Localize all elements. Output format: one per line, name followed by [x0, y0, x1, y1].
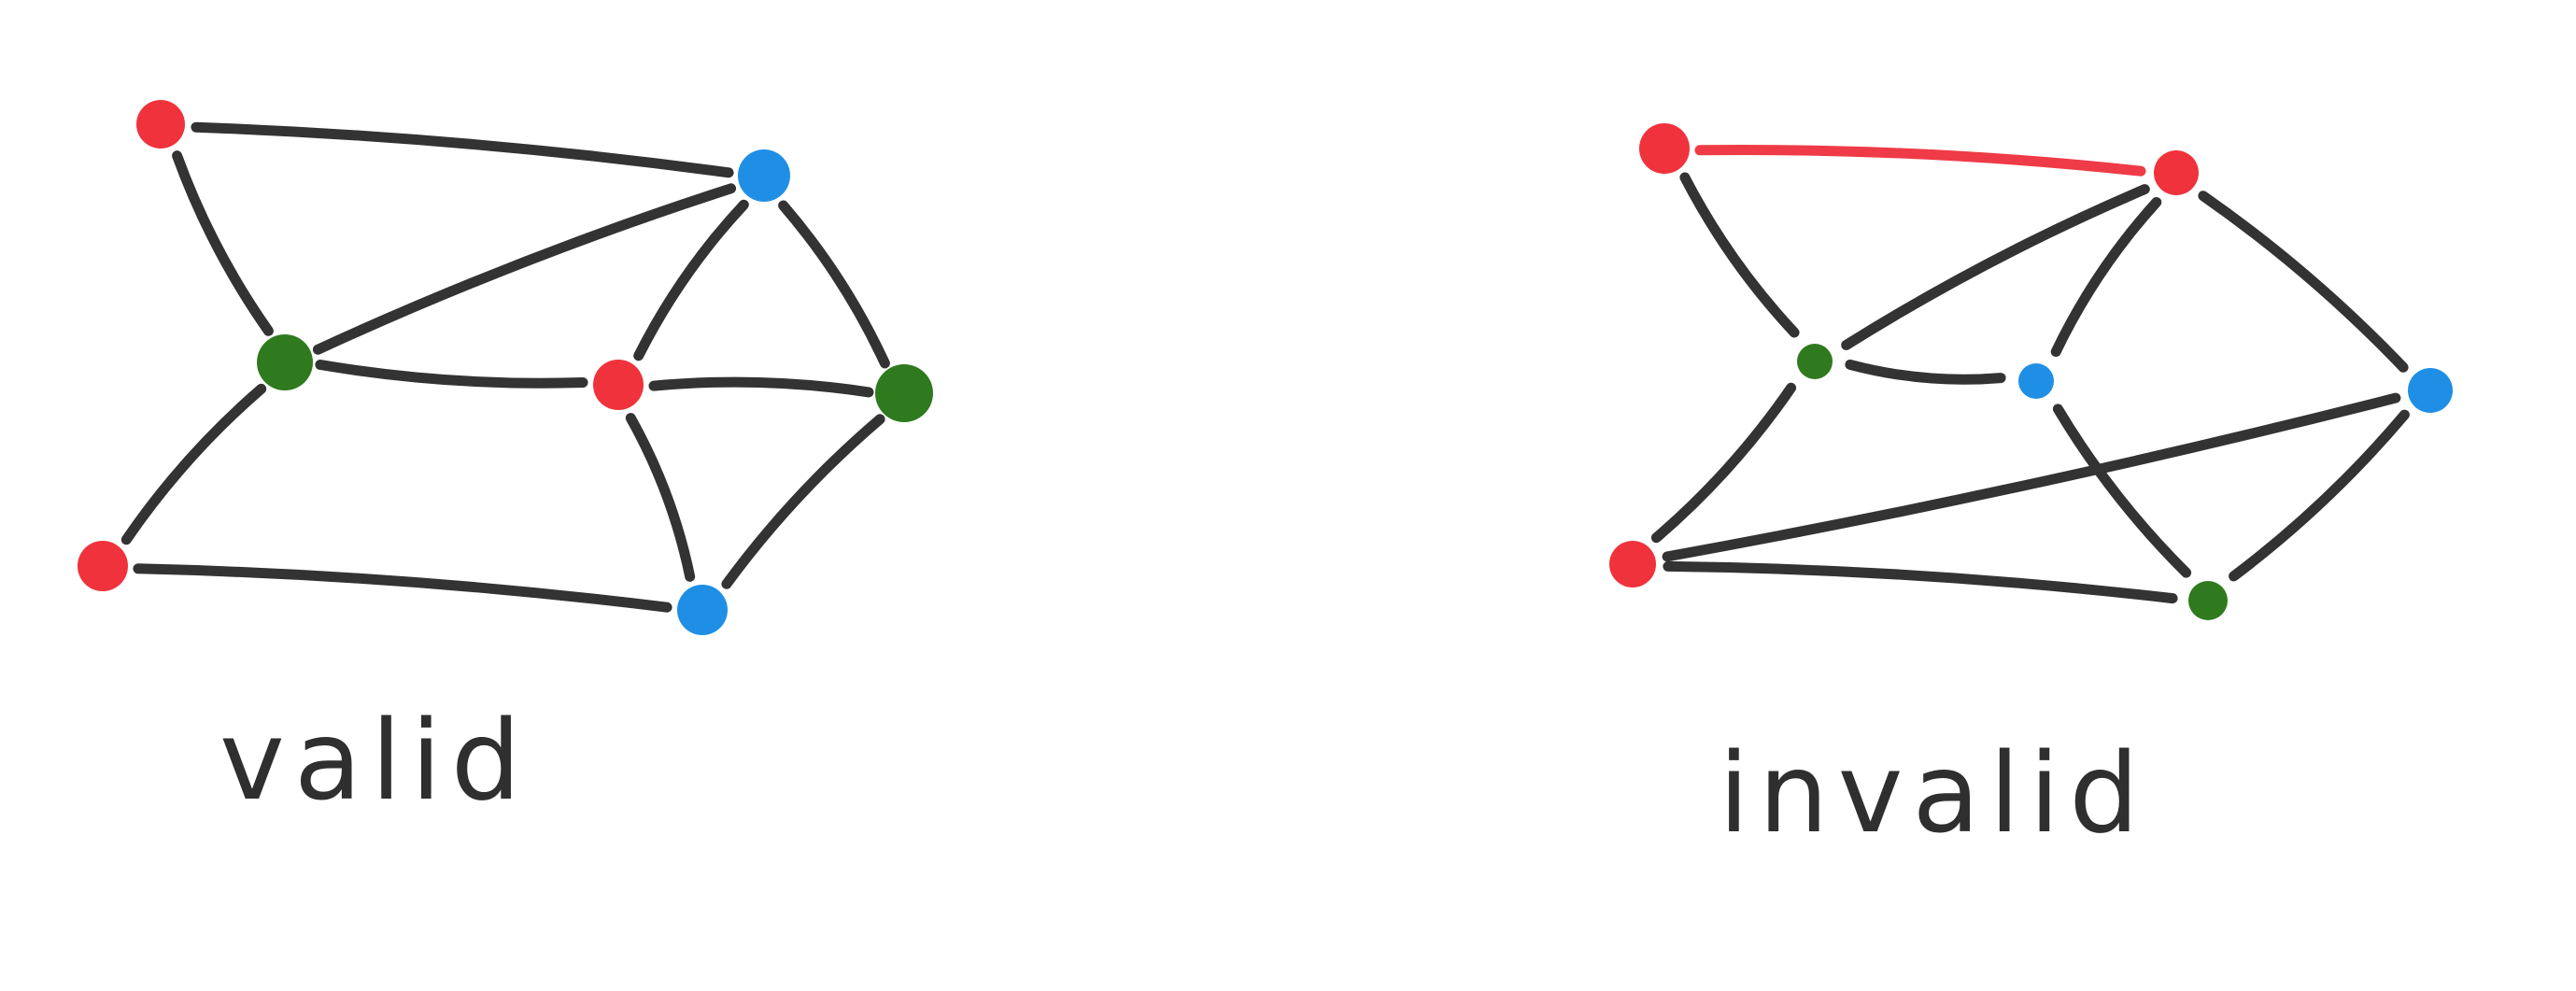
valid-graph: [78, 100, 933, 635]
edge-v3-v4: [120, 383, 267, 545]
caption-valid: valid: [219, 696, 531, 825]
edge-w3-w4: [1845, 359, 2006, 385]
edge-w6-w7: [1663, 560, 2178, 604]
edge-w3-w6: [1650, 382, 1797, 544]
edge-v2-v5: [778, 200, 890, 369]
edge-w2-w4: [2050, 197, 2162, 357]
node-v6-red: [593, 360, 644, 410]
edge-w2-w5: [2198, 191, 2409, 373]
edge-v3-v6: [315, 360, 588, 389]
node-w6-red: [1609, 541, 1656, 588]
node-w2-red: [2154, 150, 2199, 195]
node-v4-red: [78, 541, 128, 591]
edge-v6-v7: [625, 413, 696, 582]
invalid-graph: [1609, 123, 2453, 620]
edge-v1-v2: [191, 121, 734, 178]
edge-w3-w2: [1841, 184, 2150, 350]
node-w1-red: [1639, 123, 1690, 174]
node-v5-green: [875, 364, 933, 422]
node-v7-blue: [677, 585, 728, 635]
edge-v3-v2: [312, 183, 737, 355]
node-w5-blue: [2408, 368, 2453, 413]
node-v2-blue: [738, 149, 790, 202]
edge-v4-v7: [133, 563, 672, 613]
edge-w4-w7: [2052, 403, 2192, 578]
node-v3-green: [257, 334, 313, 390]
node-w7-green: [2188, 581, 2228, 620]
edge-v2-v6: [633, 199, 749, 361]
node-w3-green: [1797, 344, 1833, 379]
edge-v6-v5: [648, 376, 874, 398]
edge-v5-v7: [721, 414, 885, 589]
edge-v1-v3: [172, 150, 274, 336]
node-v1-red: [136, 100, 185, 149]
node-w4-blue: [2018, 363, 2054, 399]
edge-w6-w5: [1662, 392, 2401, 562]
conflict-edge-w1-w2: [1694, 145, 2146, 177]
edge-w5-w7: [2229, 409, 2410, 582]
caption-invalid: invalid: [1719, 729, 2149, 857]
edge-w1-w3: [1679, 172, 1800, 338]
